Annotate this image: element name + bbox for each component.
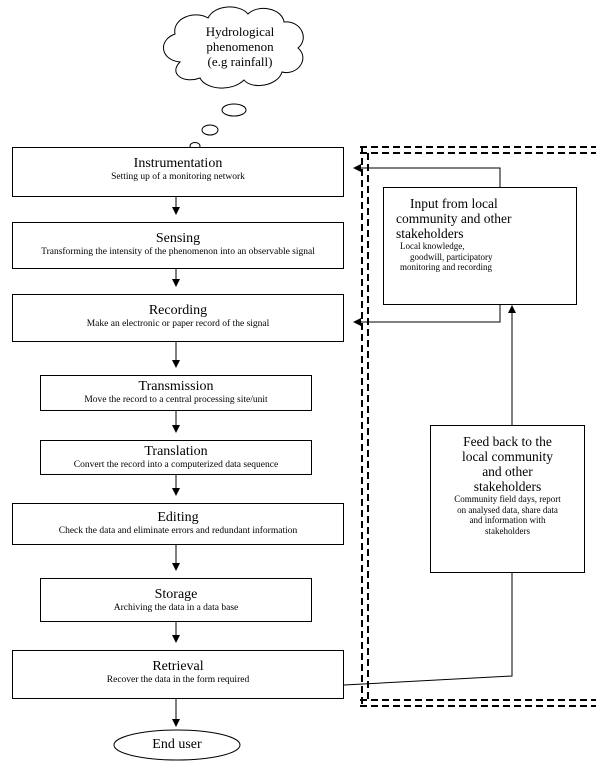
thought-bubble-2 (201, 124, 219, 136)
feedback-title-line-1: Feed back to the (463, 434, 552, 449)
phenomenon-cloud-text: Hydrological phenomenon (e.g rainfall) (180, 24, 300, 69)
side-arrows (343, 164, 516, 686)
end-user-ellipse (113, 729, 241, 761)
input-from-community-box: Input from local community and other sta… (383, 187, 577, 305)
step-title: Translation (144, 444, 208, 459)
step-recording: Recording Make an electronic or paper re… (12, 294, 344, 342)
step-title: Recording (148, 303, 208, 318)
input-title-line-3: stakeholders (396, 226, 464, 241)
feedback-desc-line-2: on analysed data, share data (457, 504, 558, 515)
step-sensing: Sensing Transforming the intensity of th… (12, 222, 344, 269)
thought-bubble-1 (221, 103, 247, 117)
step-retrieval: Retrieval Recover the data in the form r… (12, 650, 344, 699)
step-description: Transforming the intensity of the phenom… (41, 247, 315, 257)
step-description: Make an electronic or paper record of th… (86, 319, 270, 329)
phenomenon-line-3: (e.g rainfall) (207, 54, 273, 69)
feedback-desc-line-1: Community field days, report (454, 494, 561, 504)
step-storage: Storage Archiving the data in a data bas… (40, 578, 312, 622)
feedback-title-line-4: stakeholders (473, 479, 542, 494)
step-description: Check the data and eliminate errors and … (58, 526, 298, 536)
cloud-shape (163, 6, 304, 89)
feedback-title-line-3: and other (482, 464, 533, 479)
input-desc-line-3: monitoring and recording (400, 262, 492, 272)
input-desc-line-2: goodwill, participatory (410, 251, 493, 262)
step-title: Instrumentation (133, 156, 223, 171)
step-title: Retrieval (152, 659, 204, 674)
step-title: Transmission (138, 379, 214, 394)
step-instrumentation: Instrumentation Setting up of a monitori… (12, 147, 344, 197)
input-desc-line-1: Local knowledge, (400, 241, 465, 251)
feedback-desc-line-4: stakeholders (485, 525, 530, 536)
step-description: Archiving the data in a data base (113, 603, 239, 613)
feedback-title-line-2: local community (461, 449, 554, 464)
input-title-line-1: Input from local (410, 196, 498, 211)
step-title: Editing (157, 510, 199, 525)
step-title: Storage (154, 587, 198, 602)
dashed-feedback-frame (360, 146, 596, 707)
step-description: Move the record to a central processing … (84, 395, 268, 405)
step-editing: Editing Check the data and eliminate err… (12, 503, 344, 545)
phenomenon-line-2: phenomenon (206, 39, 274, 54)
step-transmission: Transmission Move the record to a centra… (40, 375, 312, 411)
end-user-label: End user (152, 737, 202, 752)
step-title: Sensing (155, 231, 201, 246)
step-description: Convert the record into a computerized d… (73, 460, 279, 470)
step-description: Recover the data in the form required (106, 675, 250, 685)
feedback-desc-line-3: and information with (469, 515, 546, 525)
phenomenon-line-1: Hydrological (205, 24, 275, 39)
step-translation: Translation Convert the record into a co… (40, 440, 312, 475)
feedback-to-community-box: Feed back to the local community and oth… (430, 425, 585, 573)
input-title-line-2: community and other (396, 211, 512, 226)
step-description: Setting up of a monitoring network (111, 172, 245, 182)
